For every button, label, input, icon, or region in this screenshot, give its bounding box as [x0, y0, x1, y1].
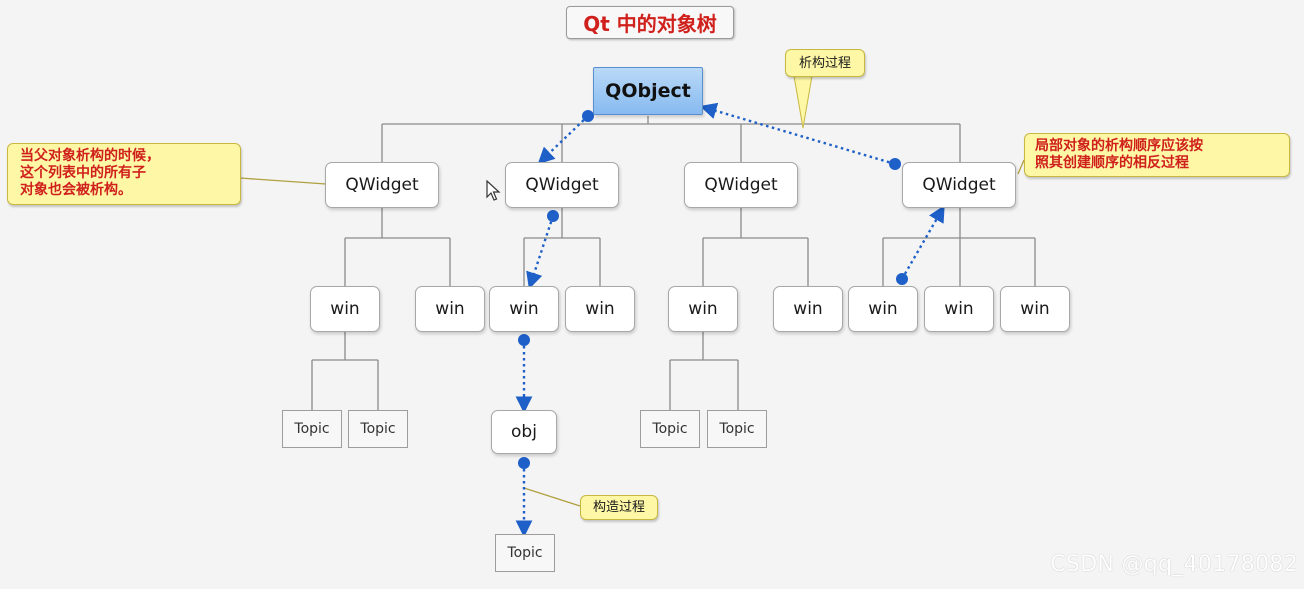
topic-node-1a: Topic — [282, 410, 342, 448]
destroy-order-callout: 局部对象的析构顺序应该按 照其创建顺序的相反过程 — [1024, 133, 1290, 177]
win-node-4a: win — [848, 286, 918, 332]
destroy-process-callout: 析构过程 — [785, 49, 865, 77]
destroy-callout-tail — [793, 75, 813, 129]
qobject-node: QObject — [593, 67, 703, 115]
callout-line: 对象也会被析构。 — [20, 182, 132, 198]
win-node-4b: win — [924, 286, 994, 332]
process-arrows — [515, 102, 945, 538]
construct-arrow-widget — [526, 215, 555, 290]
win-node-3b: win — [773, 286, 843, 332]
win-node-2a: win — [489, 286, 559, 332]
destroy-arrow-widget — [699, 102, 896, 166]
win-node-4c: win — [1000, 286, 1070, 332]
parent-destroy-callout: 当父对象析构的时候， 这个列表中的所有子 对象也会被析构。 — [7, 143, 241, 205]
topic-node-3b: Topic — [707, 410, 767, 448]
construct-arrow-root — [537, 115, 589, 165]
callout-line: 照其创建顺序的相反过程 — [1035, 155, 1189, 171]
callout-line: 这个列表中的所有子 — [20, 165, 146, 181]
qwidget-node-4: QWidget — [902, 162, 1016, 208]
win-node-1b: win — [415, 286, 485, 332]
callout-line: 局部对象的析构顺序应该按 — [1035, 138, 1203, 154]
destroy-arrow-win — [900, 205, 945, 280]
win-node-2b: win — [565, 286, 635, 332]
watermark: CSDN @qq_40178082 — [1050, 552, 1298, 577]
topic-node-1b: Topic — [348, 410, 408, 448]
win-node-3a: win — [668, 286, 738, 332]
topic-node-2: Topic — [495, 534, 555, 572]
win-node-1a: win — [310, 286, 380, 332]
mouse-cursor-icon — [486, 180, 501, 201]
qwidget-node-1: QWidget — [325, 162, 439, 208]
callout-line: 当父对象析构的时候， — [20, 148, 160, 164]
diagram-title: Qt 中的对象树 — [566, 6, 734, 39]
process-dots — [518, 110, 908, 469]
tree-connectors — [239, 116, 1036, 507]
construct-process-callout: 构造过程 — [580, 495, 658, 520]
topic-node-3a: Topic — [640, 410, 700, 448]
qwidget-node-2: QWidget — [505, 162, 619, 208]
qwidget-node-3: QWidget — [684, 162, 798, 208]
obj-node: obj — [491, 410, 557, 454]
